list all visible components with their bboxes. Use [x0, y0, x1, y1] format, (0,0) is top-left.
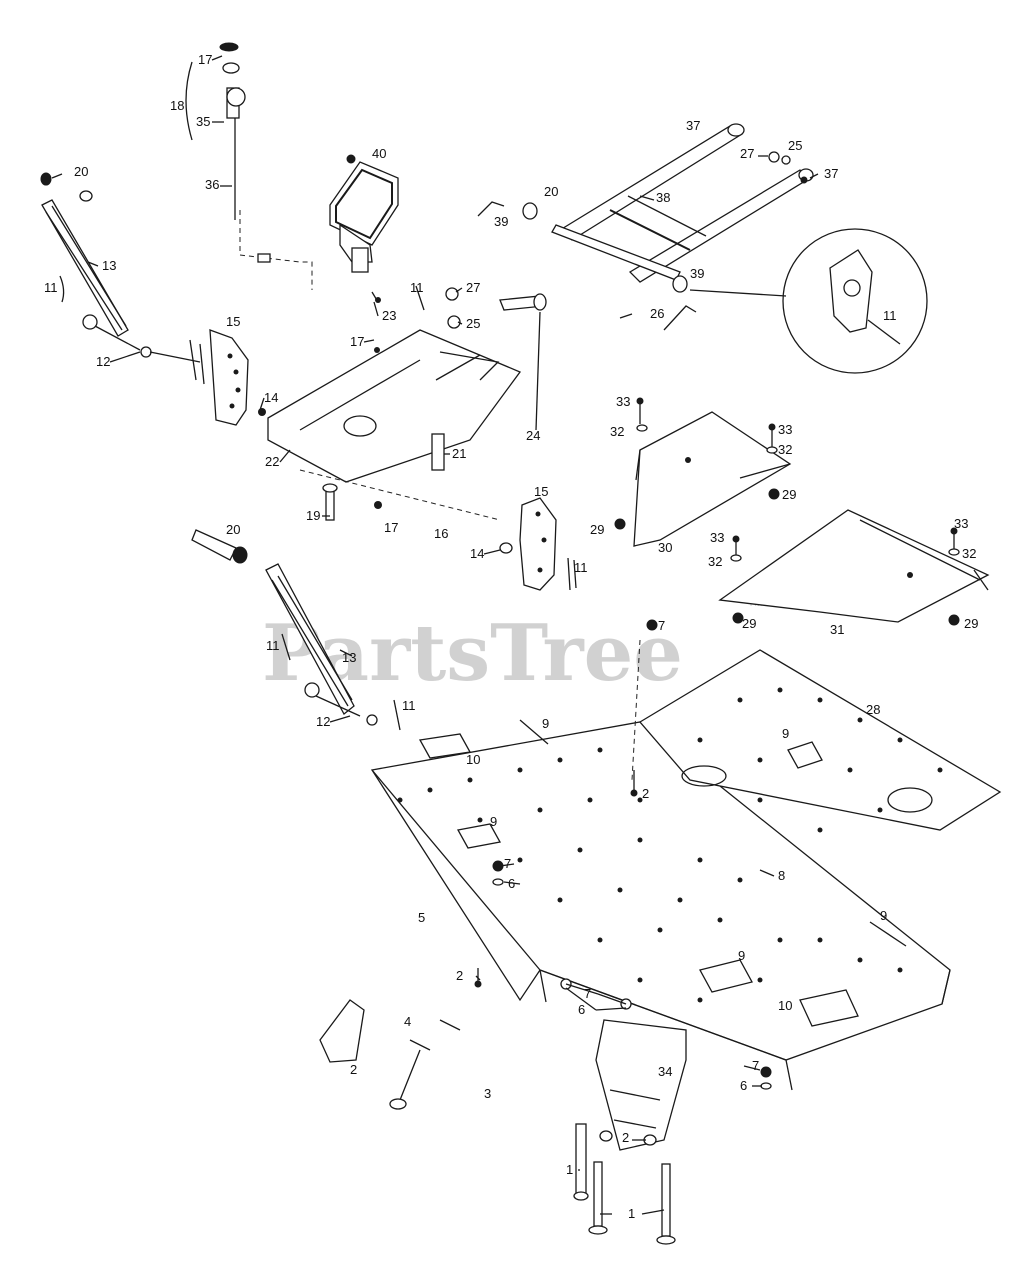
callout-label: 17	[350, 334, 364, 349]
lower-left-bracket	[319, 999, 461, 1110]
callout-label: 7	[752, 1058, 759, 1073]
front-axle-bracket	[573, 1019, 687, 1245]
callout-label: 25	[466, 316, 480, 331]
callout-label: 35	[196, 114, 210, 129]
callout-label: 32	[708, 554, 722, 569]
callout-label: 39	[690, 266, 704, 281]
callout-label: 9	[542, 716, 549, 731]
mid-right-bracket	[499, 497, 577, 591]
leader-lines	[51, 55, 819, 1215]
callout-label: 33	[616, 394, 630, 409]
frame-bolts	[474, 619, 772, 1090]
callout-label: 7	[658, 618, 665, 633]
callout-label: 26	[650, 306, 664, 321]
callout-label: 7	[584, 986, 591, 1001]
callout-label: 2	[456, 968, 463, 983]
callout-label: 20	[74, 164, 88, 179]
callout-label: 18	[170, 98, 184, 113]
seat-pan	[329, 154, 399, 273]
panel-fasteners	[614, 397, 960, 626]
callout-label: 27	[466, 280, 480, 295]
callout-label: 15	[534, 484, 548, 499]
callout-label: 20	[544, 184, 558, 199]
callout-label: 27	[740, 146, 754, 161]
callout-label: 37	[824, 166, 838, 181]
callout-label: 9	[490, 814, 497, 829]
callout-label: 29	[742, 616, 756, 631]
callout-label: 38	[656, 190, 670, 205]
callout-label: 14	[470, 546, 484, 561]
callout-label: 17	[384, 520, 398, 535]
callout-label: 1	[628, 1206, 635, 1221]
callout-label: 16	[434, 526, 448, 541]
callout-label: 1	[566, 1162, 573, 1177]
callout-label: 39	[494, 214, 508, 229]
callout-label: 33	[954, 516, 968, 531]
rear-panel-small	[633, 411, 792, 547]
callout-label: 19	[306, 508, 320, 523]
callout-label: 33	[778, 422, 792, 437]
callout-label: 29	[964, 616, 978, 631]
callout-label: 32	[778, 442, 792, 457]
callout-label: 2	[642, 786, 649, 801]
callout-label: 25	[788, 138, 802, 153]
callout-label: 32	[610, 424, 624, 439]
callout-label: 32	[962, 546, 976, 561]
callout-label: 37	[686, 118, 700, 133]
callout-label: 12	[96, 354, 110, 369]
callout-label: 13	[102, 258, 116, 273]
callout-label: 11	[402, 698, 416, 713]
rear-panel-large	[718, 509, 990, 623]
callout-label: 36	[205, 177, 219, 192]
callout-label: 40	[372, 146, 386, 161]
callout-label: 11	[44, 280, 58, 295]
callout-label: 22	[265, 454, 279, 469]
callout-label: 31	[830, 622, 844, 637]
callout-label: 2	[622, 1130, 629, 1145]
steering-shaft-assembly	[185, 42, 313, 290]
callout-labels: 17 18 35 36 40 20 13 11 12 15 14 22 23 1…	[44, 52, 978, 1221]
callout-label: 9	[738, 948, 745, 963]
callout-label: 29	[590, 522, 604, 537]
callout-label: 21	[452, 446, 466, 461]
callout-label: 4	[404, 1014, 411, 1029]
callout-label: 28	[866, 702, 880, 717]
callout-label: 9	[782, 726, 789, 741]
callout-label: 10	[466, 752, 480, 767]
upper-frame-plate	[258, 285, 547, 521]
callout-label: 33	[710, 530, 724, 545]
callout-label: 13	[342, 650, 356, 665]
upper-left-bracket	[189, 329, 249, 426]
main-frame-deck	[370, 649, 1002, 1091]
callout-label: 11	[266, 638, 280, 653]
callout-label: 7	[504, 856, 511, 871]
callout-label: 15	[226, 314, 240, 329]
callout-label: 24	[526, 428, 540, 443]
tow-bar-assembly	[477, 123, 814, 331]
callout-label: 9	[880, 908, 887, 923]
callout-label: 3	[484, 1086, 491, 1101]
callout-label: 14	[264, 390, 278, 405]
callout-label: 10	[778, 998, 792, 1013]
callout-label: 23	[382, 308, 396, 323]
callout-label: 20	[226, 522, 240, 537]
callout-label: 12	[316, 714, 330, 729]
detail-inset	[689, 228, 928, 374]
callout-label: 6	[740, 1078, 747, 1093]
callout-label: 6	[578, 1002, 585, 1017]
callout-label: 11	[883, 308, 897, 323]
callout-label: 29	[782, 487, 796, 502]
left-upper-spring-assembly	[40, 172, 201, 363]
callout-label: 11	[574, 560, 588, 575]
callout-label: 8	[778, 868, 785, 883]
callout-label: 11	[410, 280, 424, 295]
callout-label: 5	[418, 910, 425, 925]
callout-label: 34	[658, 1064, 672, 1079]
callout-label: 2	[350, 1062, 357, 1077]
callout-label: 30	[658, 540, 672, 555]
callout-label: 17	[198, 52, 212, 67]
left-lower-spring-assembly	[191, 529, 401, 731]
